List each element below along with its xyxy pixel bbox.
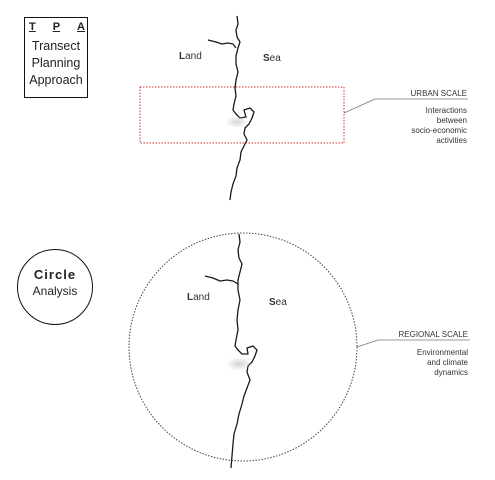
tpa-line-approach: Approach	[29, 73, 83, 87]
tpa-box: T P A Transect Planning Approach	[24, 17, 88, 98]
tpa-letter-p: P	[52, 21, 61, 33]
top-land-label: Land	[179, 51, 202, 62]
top-sea-rest: ea	[269, 53, 281, 64]
tpa-letter-a: A	[77, 21, 85, 33]
urban-leader	[343, 98, 468, 114]
bottom-land-label: Land	[187, 292, 210, 303]
tpa-line-transect: Transect	[31, 39, 81, 53]
urban-frame	[139, 86, 345, 144]
urban-scale-desc: Interactions between socio-economic acti…	[411, 106, 467, 146]
bottom-sand-spot	[226, 357, 252, 371]
regional-scale-desc: Environmental and climate dynamics	[417, 348, 468, 378]
tpa-line-planning: Planning	[31, 56, 81, 70]
regional-scale-title: REGIONAL SCALE	[398, 330, 468, 339]
bottom-sea-initial: S	[269, 297, 276, 308]
top-sand-spot	[225, 116, 249, 128]
urban-desc-line: between	[436, 116, 467, 125]
top-coastline	[207, 15, 255, 201]
circle-title: Circle	[33, 267, 77, 282]
bottom-land-rest: and	[193, 292, 210, 303]
regional-desc-line: and climate	[427, 358, 468, 367]
regional-desc-line: dynamics	[434, 368, 468, 377]
regional-circle	[128, 232, 358, 462]
urban-scale-title: URBAN SCALE	[410, 89, 467, 98]
tpa-letter-t: T	[29, 21, 36, 33]
bottom-coastline	[204, 233, 258, 469]
top-sea-label: Sea	[263, 53, 281, 64]
regional-desc-line: Environmental	[416, 348, 468, 357]
top-land-initial: L	[179, 51, 186, 62]
bottom-sea-rest: ea	[275, 297, 287, 308]
circle-analysis-badge: Circle Analysis	[17, 249, 93, 325]
top-sea-initial: S	[263, 53, 270, 64]
urban-desc-line: socio-economic	[411, 126, 467, 135]
tpa-letters: T P A	[29, 21, 85, 33]
bottom-sea-label: Sea	[269, 297, 287, 308]
urban-desc-line: Interactions	[425, 106, 467, 115]
top-land-rest: and	[185, 51, 202, 62]
bottom-land-initial: L	[187, 292, 194, 303]
regional-leader	[356, 339, 470, 348]
urban-desc-line: activities	[436, 136, 467, 145]
circle-subtitle: Analysis	[32, 284, 78, 298]
